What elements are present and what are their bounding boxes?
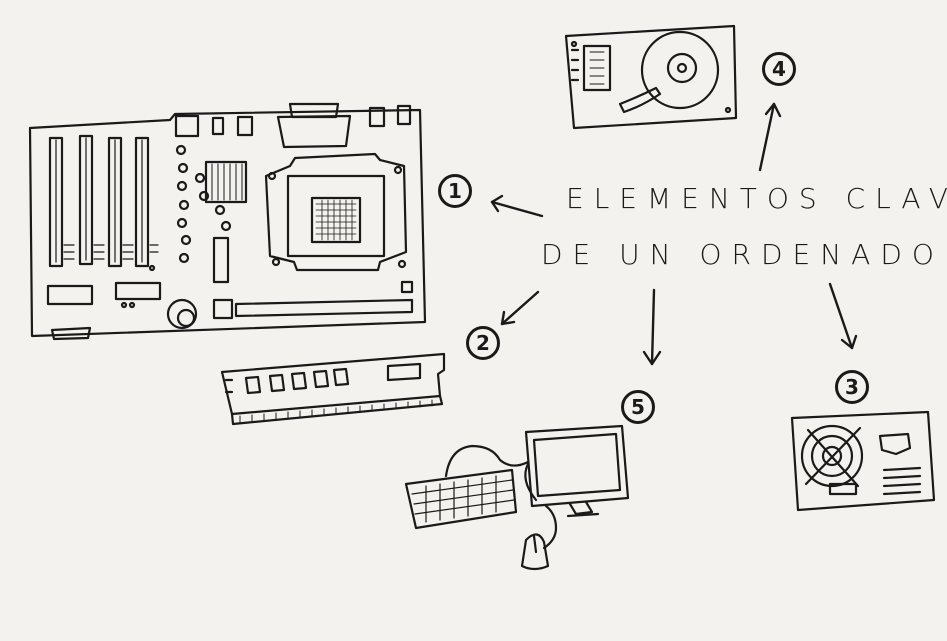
- marker-5-peripherals: 5: [621, 390, 655, 424]
- arrow-to-3: [828, 282, 854, 350]
- arrow-to-4: [758, 102, 776, 172]
- arrows: [490, 102, 858, 366]
- peripherals-drawing: [404, 424, 630, 571]
- motherboard-drawing: [28, 102, 427, 341]
- arrow-to-2: [500, 290, 540, 326]
- marker-3-power-supply: 3: [835, 370, 869, 404]
- diagram-title-line-1: ELEMENTOS CLAVE: [566, 182, 947, 215]
- arrow-to-1: [490, 200, 544, 218]
- power-supply-drawing: [790, 410, 936, 512]
- marker-2-ram: 2: [466, 326, 500, 360]
- marker-4-hard-drive: 4: [762, 52, 796, 86]
- arrow-to-5: [650, 288, 656, 366]
- ram-drawing: [220, 352, 446, 426]
- marker-1-motherboard: 1: [438, 174, 472, 208]
- hard-drive-drawing: [564, 24, 738, 130]
- diagram-title-line-2: DE UN ORDENADOR: [541, 238, 947, 271]
